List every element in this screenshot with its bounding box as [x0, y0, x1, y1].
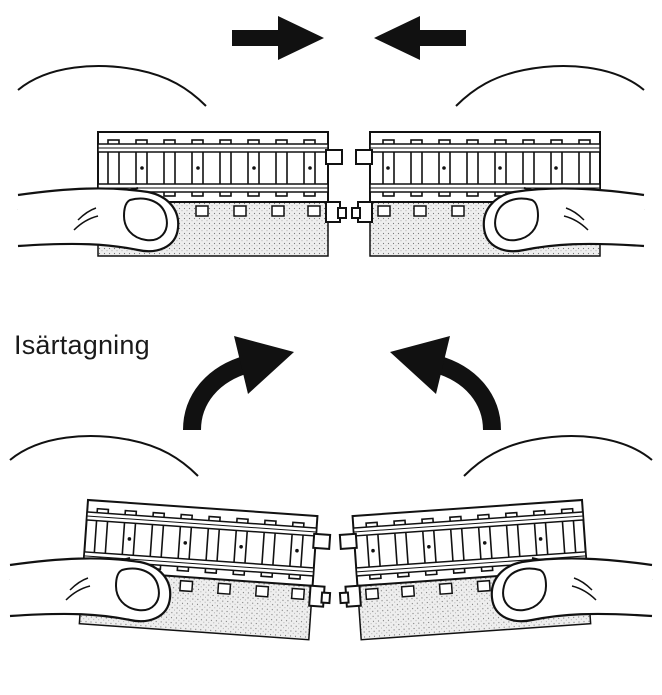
- curved-arrow-up-left-icon: [390, 336, 492, 430]
- arrow-right-icon: [232, 16, 324, 60]
- curved-arrow-up-right-icon: [192, 336, 294, 430]
- disassembly-label: Isärtagning: [14, 330, 150, 360]
- arrow-left-icon: [374, 16, 466, 60]
